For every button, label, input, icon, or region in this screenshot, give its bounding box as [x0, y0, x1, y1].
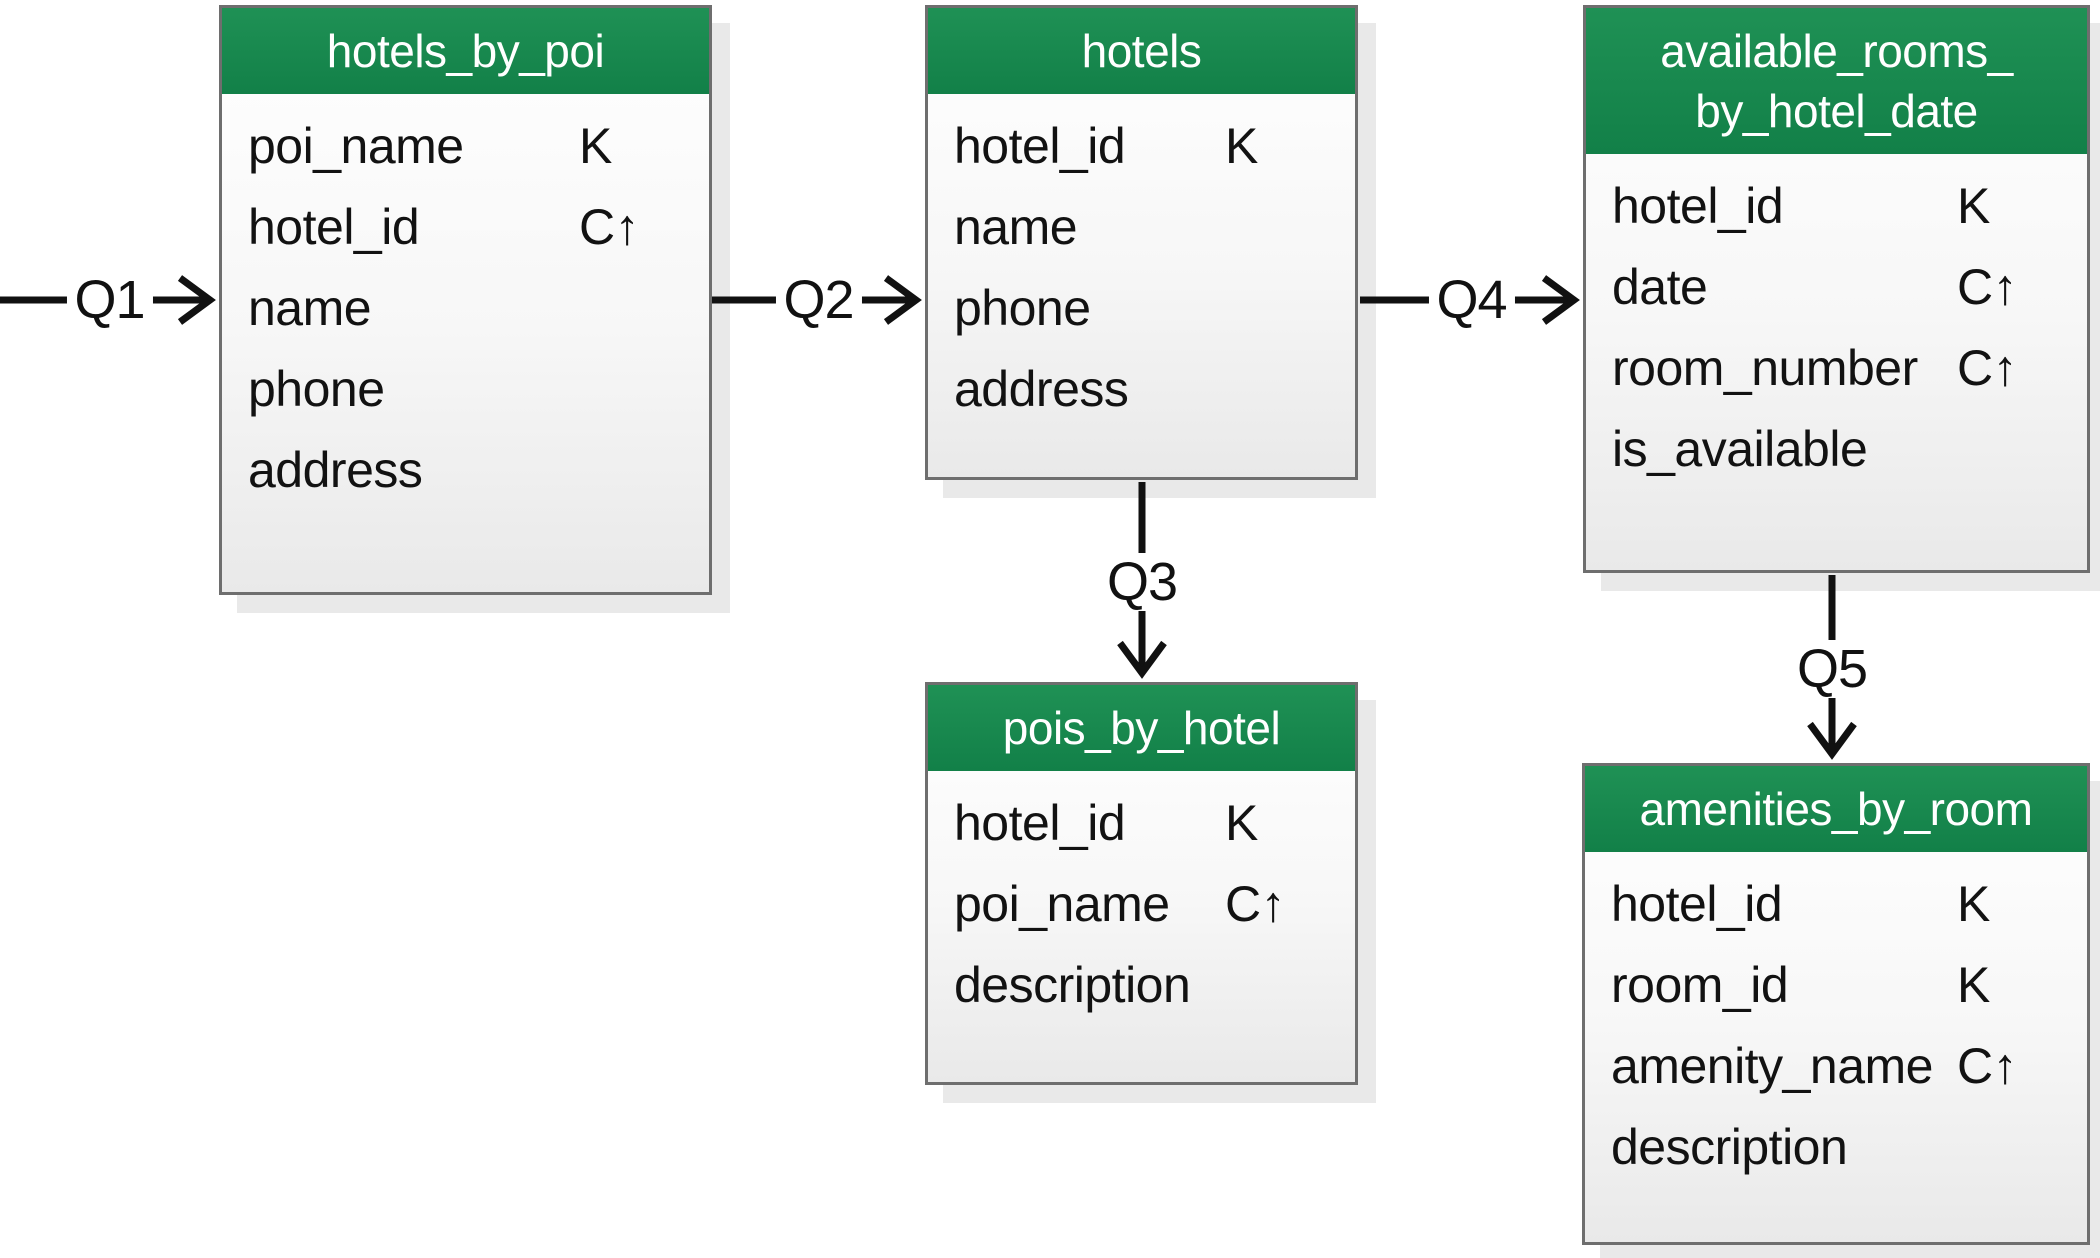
query-label: Q4 [1428, 271, 1515, 329]
field-key-marker: K [1225, 118, 1258, 174]
query-arrow-q5: Q5 [1788, 575, 1876, 763]
field-row: description [1611, 1107, 2069, 1188]
field-name: poi_name [954, 876, 1170, 932]
field-row: description [954, 945, 1337, 1026]
table-hotels-by-poi: hotels_by_poi poi_name K hotel_id C↑ nam… [219, 5, 712, 595]
field-key-marker: K [1957, 178, 1990, 234]
table-title: hotels [928, 8, 1355, 94]
query-arrow-q2: Q2 [712, 268, 925, 332]
field-row: hotel_id K [954, 106, 1337, 187]
field-key-marker [1225, 945, 1337, 1026]
table-fields: hotel_id K room_id K amenity_name C↑ des… [1585, 852, 2087, 1242]
field-name: hotel_id [248, 199, 420, 255]
table-title: hotels_by_poi [222, 8, 709, 94]
field-row: address [248, 430, 691, 511]
table-title-line: amenities_by_room [1639, 783, 2033, 835]
field-row: poi_name K [248, 106, 691, 187]
field-row: is_available [1612, 409, 2069, 490]
query-label: Q3 [1098, 553, 1186, 611]
field-key-marker [1225, 349, 1337, 430]
field-name: is_available [1612, 421, 1868, 477]
field-row: date C↑ [1612, 247, 2069, 328]
field-name: hotel_id [954, 795, 1126, 851]
field-row: hotel_id K [954, 783, 1337, 864]
field-row: name [954, 187, 1337, 268]
field-name: hotel_id [1611, 876, 1783, 932]
field-name: description [1611, 1119, 1848, 1175]
field-row: amenity_name C↑ [1611, 1026, 2069, 1107]
query-arrow-q3: Q3 [1098, 482, 1186, 682]
field-row: hotel_id K [1612, 166, 2069, 247]
field-name: room_id [1611, 957, 1789, 1013]
query-arrow-q1: Q1 [0, 268, 219, 332]
query-label: Q5 [1788, 640, 1876, 698]
table-title-line: by_hotel_date [1695, 85, 1978, 137]
table-fields: poi_name K hotel_id C↑ name phone addres… [222, 94, 709, 592]
field-key-marker: K [579, 118, 612, 174]
field-row: room_number C↑ [1612, 328, 2069, 409]
table-pois-by-hotel: pois_by_hotel hotel_id K poi_name C↑ des… [925, 682, 1358, 1085]
field-name: phone [248, 361, 385, 417]
field-name: name [954, 199, 1078, 255]
field-key-marker: K [1957, 957, 1990, 1013]
field-name: hotel_id [1612, 178, 1784, 234]
table-title: amenities_by_room [1585, 766, 2087, 852]
field-name: date [1612, 259, 1708, 315]
field-key-marker [1225, 187, 1337, 268]
field-key-marker [1957, 409, 2069, 490]
table-title-line: hotels_by_poi [326, 25, 605, 77]
field-row: poi_name C↑ [954, 864, 1337, 945]
table-title: pois_by_hotel [928, 685, 1355, 771]
field-key-marker: C↑ [1225, 876, 1286, 932]
field-key-marker: C↑ [1957, 340, 2018, 396]
table-fields: hotel_id K name phone address [928, 94, 1355, 477]
field-name: description [954, 957, 1191, 1013]
query-label: Q1 [66, 271, 153, 329]
query-label: Q2 [775, 271, 862, 329]
field-name: address [248, 442, 423, 498]
field-row: hotel_id K [1611, 864, 2069, 945]
table-available-rooms-by-hotel-date: available_rooms_ by_hotel_date hotel_id … [1583, 5, 2090, 573]
field-row: room_id K [1611, 945, 2069, 1026]
field-key-marker [579, 349, 691, 430]
field-name: room_number [1612, 340, 1918, 396]
query-arrow-q4: Q4 [1360, 268, 1583, 332]
field-key-marker [1957, 1107, 2069, 1188]
field-key-marker: K [1957, 876, 1990, 932]
table-title-line: available_rooms_ [1660, 25, 2013, 77]
field-name: amenity_name [1611, 1038, 1933, 1094]
field-key-marker [579, 430, 691, 511]
field-row: phone [248, 349, 691, 430]
field-name: name [248, 280, 372, 336]
field-row: hotel_id C↑ [248, 187, 691, 268]
field-key-marker: C↑ [579, 199, 640, 255]
field-name: hotel_id [954, 118, 1126, 174]
field-key-marker: C↑ [1957, 1038, 2018, 1094]
field-key-marker [579, 268, 691, 349]
field-key-marker: K [1225, 795, 1258, 851]
field-row: name [248, 268, 691, 349]
table-fields: hotel_id K poi_name C↑ description [928, 771, 1355, 1082]
table-fields: hotel_id K date C↑ room_number C↑ is_ava… [1586, 154, 2087, 570]
field-name: poi_name [248, 118, 464, 174]
table-title-line: hotels [1081, 25, 1202, 77]
field-key-marker [1225, 268, 1337, 349]
field-row: phone [954, 268, 1337, 349]
table-title-line: pois_by_hotel [1002, 702, 1281, 754]
field-row: address [954, 349, 1337, 430]
field-name: phone [954, 280, 1091, 336]
field-name: address [954, 361, 1129, 417]
field-key-marker: C↑ [1957, 259, 2018, 315]
table-amenities-by-room: amenities_by_room hotel_id K room_id K a… [1582, 763, 2090, 1245]
table-hotels: hotels hotel_id K name phone address [925, 5, 1358, 480]
table-title: available_rooms_ by_hotel_date [1586, 8, 2087, 154]
